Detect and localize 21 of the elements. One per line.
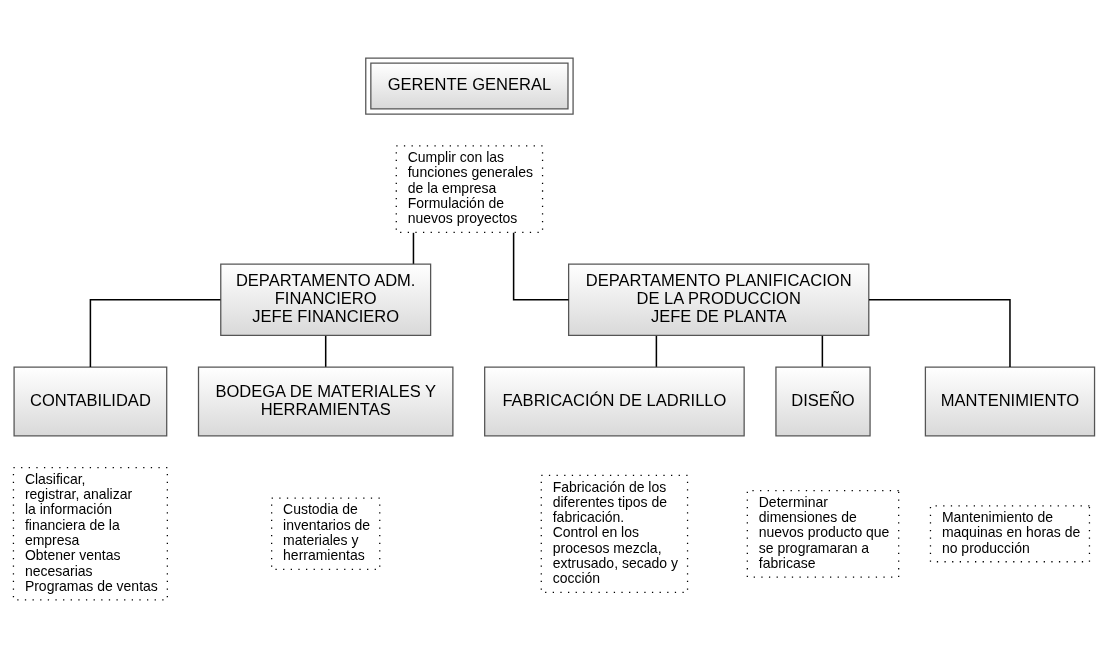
- node-box: DEPARTAMENTO PLANIFICACION DE LA PRODUCCION JEFE DE PLANTA: [568, 263, 870, 336]
- connector: [512, 231, 570, 300]
- node-box: GERENTE GENERAL: [365, 56, 574, 115]
- node-box: Clasificar, registrar, analizar la información financiera de la empresa Obtener ventas necesarias Programas de ventas: [12, 466, 168, 601]
- node-box: CONTABILIDAD: [13, 366, 168, 436]
- connector: [89, 298, 222, 368]
- connector: [324, 334, 327, 368]
- node-box: FABRICACIÓN DE LADRILLO: [484, 366, 745, 436]
- node-box: Determinar dimensiones de nuevos producto que se programaran a fabricase: [746, 489, 900, 578]
- node-box: Mantenimiento de maquinas en horas de no producción: [929, 504, 1091, 562]
- connector: [412, 231, 415, 265]
- connector: [868, 298, 1011, 368]
- connector: [821, 334, 824, 368]
- node-box: DISEÑO: [775, 366, 871, 436]
- node-box: Fabricación de los diferentes tipos de fabricación. Control en los procesos mezcla, extrusado, secado y cocción: [540, 474, 689, 593]
- connector: [655, 334, 658, 368]
- node-box: Custodia de inventarios de materiales y herramientas: [271, 497, 381, 570]
- node-box: MANTENIMIENTO: [924, 366, 1096, 436]
- node-box: Cumplir con las funciones generales de la empresa Formulación de nuevos proyectos: [395, 144, 544, 233]
- node-box: BODEGA DE MATERIALES Y HERRAMIENTAS: [197, 366, 454, 436]
- node-box: DEPARTAMENTO ADM. FINANCIERO JEFE FINANCIERO: [220, 263, 432, 336]
